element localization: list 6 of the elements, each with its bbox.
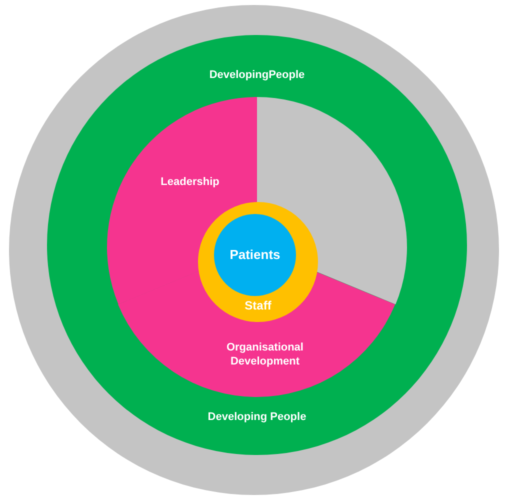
segment-label: DevelopingPeople <box>208 69 306 83</box>
segment-label: Developing People <box>206 411 308 425</box>
segment-label: Patients <box>228 246 282 264</box>
segment-label: Leadership <box>160 176 220 190</box>
segment-label: Staff <box>244 298 272 314</box>
segment-label: Organisational Development <box>225 341 304 369</box>
